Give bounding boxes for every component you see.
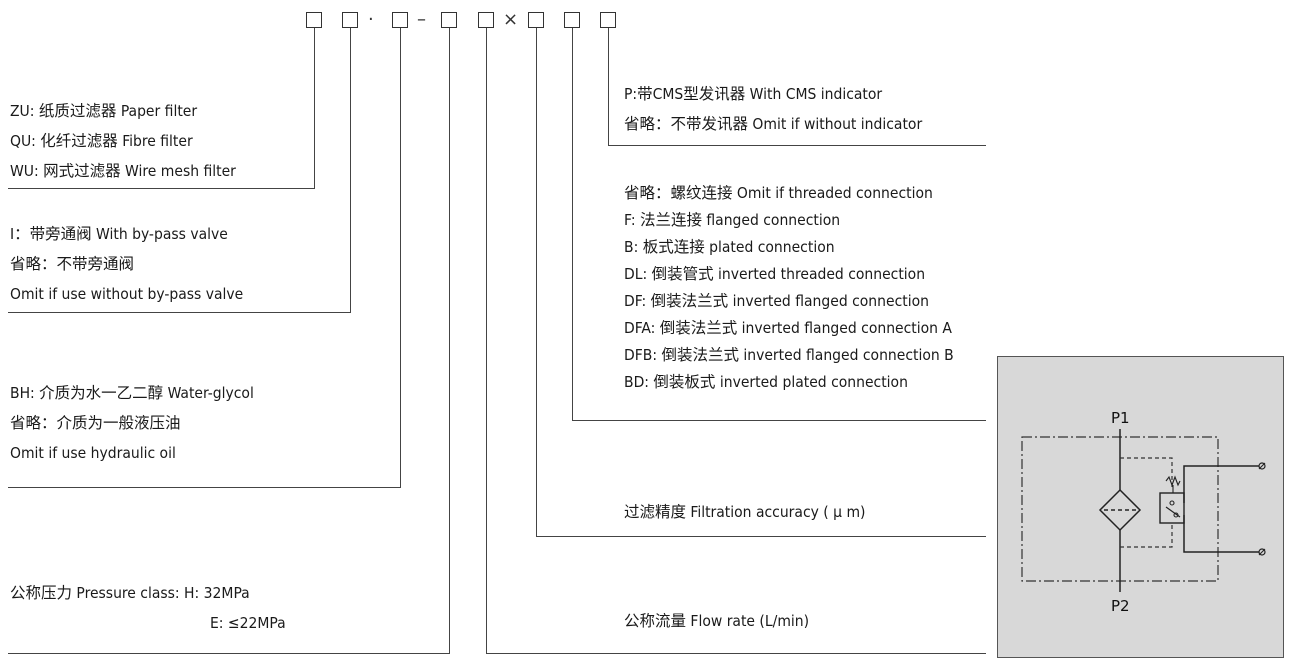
switch-contact-top [1169,500,1175,506]
medium-option-omit-en: Omit if use hydraulic oil [10,444,176,462]
electrical-lead-top [1183,465,1260,503]
port-label-p2: P2 [1111,597,1130,615]
code-box-medium [392,12,408,28]
code-box-indicator [600,12,616,28]
pilot-line-dashed [1120,457,1173,489]
leader-connection-horizontal [572,420,986,422]
filter-material-option-qu: QU: 化纤过滤器 Fibre filter [10,132,193,150]
filter-material-option-wu: WU: 网式过滤器 Wire mesh filter [10,162,236,180]
medium-option-bh: BH: 介质为水一乙二醇 Water-glycol [10,384,254,402]
port-label-p1: P1 [1111,409,1130,427]
connection-option-bd: BD: 倒装板式 inverted plated connection [624,373,908,391]
bypass-option-omit-en: Omit if use without by-pass valve [10,285,244,303]
connection-option-f: F: 法兰连接 flanged connection [624,211,841,229]
code-box-accuracy [528,12,544,28]
leader-medium-horizontal [8,487,401,489]
leader-flow-horizontal [486,653,986,655]
pilot-line-return [1120,523,1173,548]
code-box-connection [564,12,580,28]
leader-pressure-horizontal [8,653,450,655]
leader-bypass-horizontal [8,312,351,314]
terminal-bottom-slash [1258,548,1266,556]
leader-pressure-vertical [449,28,451,654]
indicator-option-p: P:带CMS型发讯器 With CMS indicator [624,85,883,103]
connection-option-omit: 省略：螺纹连接 Omit if threaded connection [624,184,933,202]
leader-bypass-vertical [350,28,352,313]
code-box-bypass [342,12,358,28]
hydraulic-symbol-panel: P1 P2 [997,356,1284,658]
code-box-flow [478,12,494,28]
flow-rate-label: 公称流量 Flow rate (L/min) [624,612,810,630]
connection-option-dfb: DFB: 倒装法兰式 inverted flanged connection B [624,346,954,364]
connection-option-dl: DL: 倒装管式 inverted threaded connection [624,265,926,283]
code-box-filter-material [306,12,322,28]
code-box-pressure [441,12,457,28]
leader-accuracy-vertical [536,28,538,537]
code-separator-dash: – [417,9,426,30]
switch-spring-icon [1165,475,1181,487]
bypass-option-omit-cn: 省略：不带旁通阀 [10,255,135,273]
leader-flow-vertical [486,28,488,654]
connection-option-b: B: 板式连接 plated connection [624,238,835,256]
indicator-option-omit: 省略：不带发讯器 Omit if without indicator [624,115,923,133]
connection-option-df: DF: 倒装法兰式 inverted flanged connection [624,292,929,310]
leader-connection-vertical [572,28,574,421]
pressure-switch-icon [1159,492,1185,524]
medium-option-omit-cn: 省略：介质为一般液压油 [10,414,181,432]
connection-option-dfa: DFA: 倒装法兰式 inverted flanged connection A [624,319,952,337]
leader-accuracy-horizontal [536,536,986,538]
terminal-top-slash [1258,462,1266,470]
filtration-accuracy-label: 过滤精度 Filtration accuracy ( μ m) [624,503,866,521]
leader-medium-vertical [400,28,402,488]
leader-indicator-vertical [608,28,610,146]
leader-indicator-horizontal [608,145,986,147]
filter-material-option-zu: ZU: 纸质过滤器 Paper filter [10,102,198,120]
leader-filter-material-vertical [314,28,316,188]
filter-symbol-drawing: P1 P2 [1021,409,1266,615]
bypass-option-i: I：带旁通阀 With by-pass valve [10,225,228,243]
electrical-lead-bottom [1183,515,1260,553]
code-separator-dot: · [368,9,374,30]
pressure-class-h: 公称压力 Pressure class: H: 32MPa [10,584,250,602]
pressure-class-e: E: ≤22MPa [210,614,286,632]
switch-blade [1165,506,1181,518]
leader-filter-material-horizontal [8,188,315,190]
code-separator-times: × [503,9,519,30]
